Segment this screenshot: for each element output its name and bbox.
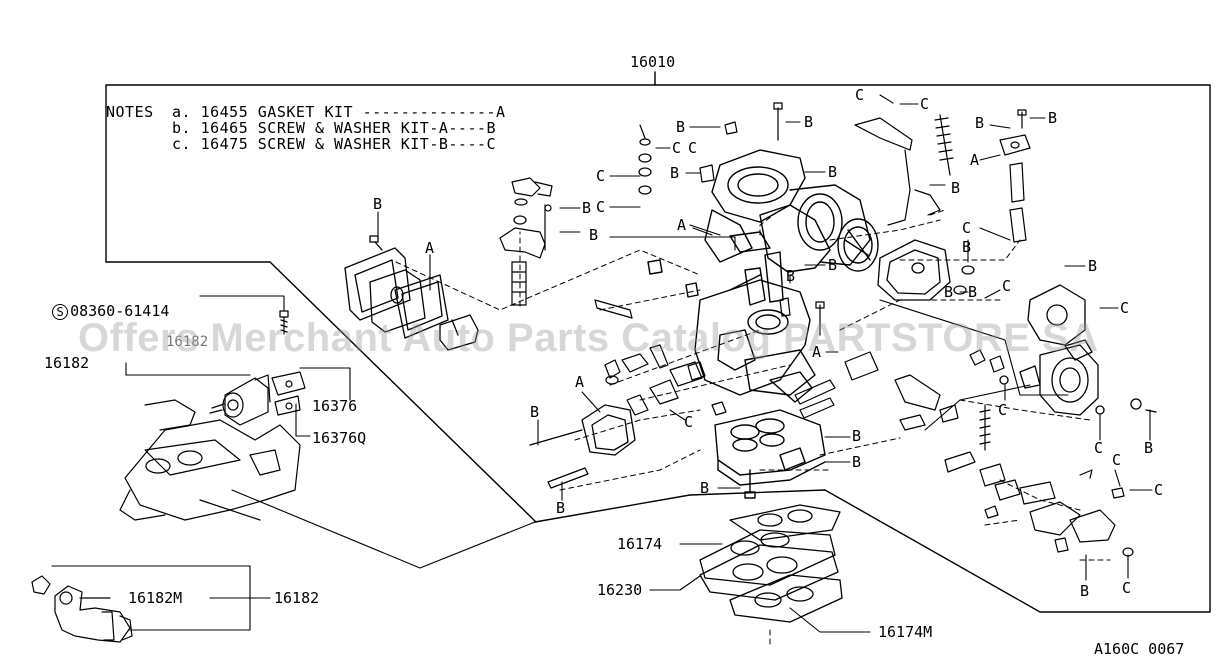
cover-plate — [529, 404, 636, 489]
assembly-boundary — [105, 71, 1211, 613]
part-16010[interactable]: 16010 — [630, 53, 676, 71]
part-16174m[interactable]: 16174M — [878, 623, 933, 641]
letter-b: B — [1080, 582, 1090, 600]
letter-c: C — [962, 219, 972, 237]
part-16182-left[interactable]: 16182 — [44, 354, 90, 372]
s-mark-icon: S — [52, 303, 69, 320]
letter-c: C — [1154, 481, 1164, 499]
note-b: b. 16465 SCREW & WASHER KIT-A----B — [172, 119, 497, 137]
part-16230[interactable]: 16230 — [597, 581, 643, 599]
letter-c: C — [1094, 439, 1104, 457]
letter-b: B — [852, 427, 862, 445]
letter-b: B — [975, 114, 985, 132]
accelerator-pump-parts — [499, 177, 553, 306]
letter-a: A — [425, 239, 435, 257]
fuel-inlet-parts — [953, 109, 1031, 295]
letter-c: C — [1122, 579, 1132, 597]
note-a: a. 16455 GASKET KIT --------------A — [172, 103, 506, 121]
letter-c: C — [596, 198, 606, 216]
leader-lines — [51, 236, 1069, 633]
carburetor-air-horn — [704, 149, 879, 273]
base-gaskets — [699, 504, 843, 623]
letter-b: B — [373, 195, 383, 213]
jets-and-screws — [594, 297, 941, 431]
solenoid-16182m — [31, 575, 133, 643]
intake-manifold — [119, 399, 301, 521]
letter-b: B — [786, 267, 796, 285]
secondary-diaphragm — [999, 284, 1157, 416]
letter-c: C — [998, 401, 1008, 419]
needle-valve-parts — [638, 102, 954, 226]
letter-b: B — [968, 283, 978, 301]
part-16376[interactable]: 16376 — [312, 397, 358, 415]
letter-a: A — [812, 343, 822, 361]
letter-c: C — [1120, 299, 1130, 317]
letter-b: B — [1088, 257, 1098, 275]
note-c: c. 16475 SCREW & WASHER KIT-B----C — [172, 135, 497, 153]
diagram-code: A160C 0067 — [1094, 640, 1185, 658]
letter-b: B — [582, 199, 592, 217]
letter-b: B — [852, 453, 862, 471]
letter-b: B — [670, 164, 680, 182]
part-16174[interactable]: 16174 — [617, 535, 663, 553]
notes-heading: NOTES — [106, 103, 154, 121]
cover-gaskets — [344, 235, 479, 351]
letter-c: C — [688, 139, 698, 157]
letter-a: A — [677, 216, 687, 234]
letter-a: A — [970, 151, 980, 169]
ghost-label: 16182 — [166, 334, 209, 350]
screw-08360 — [279, 310, 289, 335]
part-08360-label: 08360-61414 — [70, 302, 170, 320]
throttle-linkage — [939, 349, 1134, 557]
letter-b: B — [828, 256, 838, 274]
letter-b: B — [828, 163, 838, 181]
letter-c: C — [596, 167, 606, 185]
letter-a: A — [575, 373, 585, 391]
letter-c: C — [1112, 451, 1122, 469]
letter-b: B — [951, 179, 961, 197]
dashed-guides — [395, 209, 1111, 646]
part-16182m[interactable]: 16182M — [128, 589, 183, 607]
letter-b: B — [700, 479, 710, 497]
letter-b: B — [556, 499, 566, 517]
letter-b: B — [1048, 109, 1058, 127]
letter-b: B — [944, 283, 954, 301]
letter-c: C — [920, 95, 930, 113]
bracket-16376 — [271, 371, 306, 416]
watermark: Offers Merchant Auto Parts Catalog PARTS… — [78, 316, 1099, 360]
letter-b: B — [1144, 439, 1154, 457]
fuel-cut-solenoid — [209, 374, 271, 426]
letter-c: C — [672, 139, 682, 157]
letter-c: C — [1002, 277, 1012, 295]
letter-c: C — [684, 413, 694, 431]
choke-diaphragm — [877, 239, 951, 301]
throttle-body — [714, 409, 826, 499]
letter-b: B — [962, 238, 972, 256]
letter-c: C — [855, 86, 865, 104]
letter-b: B — [530, 403, 540, 421]
letter-b: B — [676, 118, 686, 136]
letter-b: B — [589, 226, 599, 244]
part-16376q[interactable]: 16376Q — [312, 429, 367, 447]
part-16182-bottom[interactable]: 16182 — [274, 589, 320, 607]
letter-b: B — [804, 113, 814, 131]
